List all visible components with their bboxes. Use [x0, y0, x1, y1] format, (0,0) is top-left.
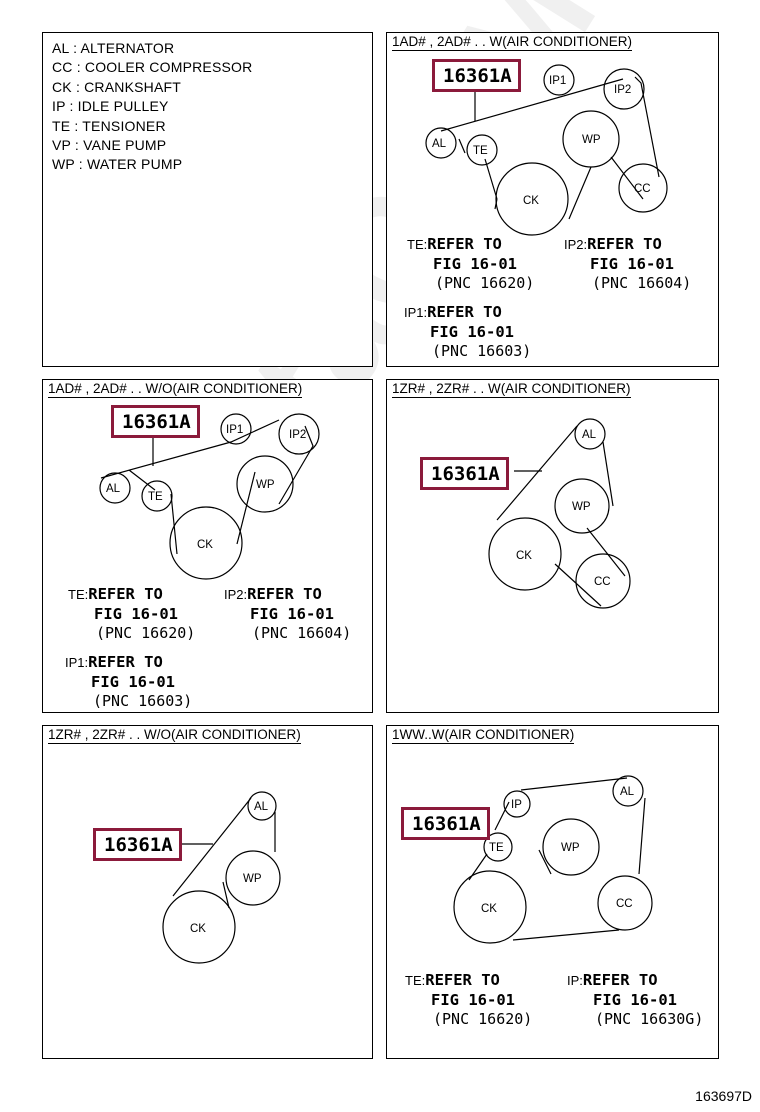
pulley-wp: [562, 110, 620, 168]
svg-text:AL: AL: [582, 429, 597, 441]
legend-item: AL : ALTERNATOR: [52, 40, 175, 56]
part-number-16361a: 16361A: [432, 59, 521, 92]
pulley-ck: [495, 162, 569, 236]
pulley-al: [99, 472, 131, 504]
pulley-al: [425, 127, 457, 159]
pulley-te: [141, 480, 173, 512]
belt-diagram: AL TE CK WP IP1 IP2: [99, 413, 320, 580]
svg-text:CK: CK: [190, 923, 206, 935]
pulley-ck: [162, 890, 236, 964]
svg-text:WP: WP: [572, 501, 591, 513]
svg-text:CK: CK: [197, 539, 213, 551]
pulley-te: [466, 134, 498, 166]
panel-title: 1ZR# , 2ZR# . . W/O(AIR CONDITIONER): [48, 727, 301, 744]
pulley-wp: [554, 478, 610, 534]
pulley-wp: [236, 455, 294, 513]
pulley-ck: [169, 506, 243, 580]
svg-text:IP1: IP1: [226, 424, 243, 436]
panel-1ad-2ad-without-ac: 1AD# , 2AD# . . W/O(AIR CONDITIONER) AL T…: [42, 379, 373, 713]
pulley-ip2: [278, 413, 320, 455]
belt-diagram: AL WP CK: [162, 791, 281, 964]
pulley-ip: [503, 790, 531, 818]
svg-text:IP: IP: [511, 799, 522, 811]
pulley-ip1: [543, 64, 575, 96]
svg-text:CC: CC: [634, 183, 651, 195]
panel-1zr-2zr-with-ac: 1ZR# , 2ZR# . . W(AIR CONDITIONER) AL WP C…: [386, 379, 719, 713]
svg-text:CK: CK: [523, 195, 539, 207]
panel-title: 1ZR# , 2ZR# . . W(AIR CONDITIONER): [392, 381, 631, 398]
part-number-16361a: 16361A: [401, 807, 490, 840]
pulley-cc: [597, 875, 653, 931]
figure-id: 163697D: [695, 1088, 752, 1104]
panel-1ad-2ad-with-ac: 1AD# , 2AD# . . W(AIR CONDITIONER) AL TE C…: [386, 32, 719, 367]
belt-diagram: IP AL TE WP CK CC: [453, 775, 653, 944]
note-te: TE:REFER TO FIG 16-01 (PNC 16620): [405, 971, 533, 1028]
svg-text:CC: CC: [616, 898, 633, 910]
svg-text:WP: WP: [582, 134, 601, 146]
pulley-al: [612, 775, 644, 807]
svg-text:IP2: IP2: [289, 429, 306, 441]
pulley-ip2: [603, 68, 645, 110]
svg-text:WP: WP: [243, 873, 262, 885]
pulley-al: [574, 418, 606, 450]
note-ip2: IP2:REFER TO FIG 16-01 (PNC 16604): [224, 585, 352, 642]
note-te: TE:REFER TO FIG 16-01 (PNC 16620): [68, 585, 196, 642]
pulley-ck: [488, 517, 562, 591]
panel-title: 1AD# , 2AD# . . W/O(AIR CONDITIONER): [48, 381, 303, 398]
note-ip1: IP1:REFER TO FIG 16-01 (PNC 16603): [65, 653, 193, 710]
svg-text:AL: AL: [106, 483, 121, 495]
note-ip2: IP2:REFER TO FIG 16-01 (PNC 16604): [564, 235, 692, 292]
svg-text:TE: TE: [473, 145, 488, 157]
pulley-cc: [618, 163, 668, 213]
pulley-wp: [225, 850, 281, 906]
part-number-16361a: 16361A: [111, 405, 200, 438]
svg-text:TE: TE: [489, 842, 504, 854]
svg-text:AL: AL: [254, 801, 269, 813]
panel-title: 1AD# , 2AD# . . W(AIR CONDITIONER): [392, 34, 633, 51]
svg-text:AL: AL: [620, 786, 635, 798]
note-ip: IP:REFER TO FIG 16-01 (PNC 16630G): [567, 971, 704, 1028]
pulley-te: [483, 832, 513, 862]
legend-item: TE : TENSIONER: [52, 117, 166, 134]
pulley-cc: [575, 553, 631, 609]
svg-text:WP: WP: [561, 842, 580, 854]
legend-panel: AL : ALTERNATOR CC : COOLER COMPRESSOR C…: [42, 32, 373, 367]
panel-title: 1WW..W(AIR CONDITIONER): [392, 727, 575, 744]
legend-list: AL : ALTERNATOR CC : COOLER COMPRESSOR C…: [52, 39, 372, 175]
panel-1ww-with-ac: 1WW..W(AIR CONDITIONER) IP AL TE WP CK CC 16…: [386, 725, 719, 1059]
pulley-ip1: [220, 413, 252, 445]
legend-item: CC : COOLER COMPRESSOR: [52, 59, 253, 76]
part-number-16361a: 16361A: [93, 828, 182, 861]
note-ip1: IP1:REFER TO FIG 16-01 (PNC 16603): [404, 303, 532, 360]
svg-text:CK: CK: [516, 550, 532, 562]
legend-item: IP : IDLE PULLEY: [52, 98, 169, 115]
svg-text:WP: WP: [256, 479, 275, 491]
svg-text:CK: CK: [481, 903, 497, 915]
legend-item: CK : CRANKSHAFT: [52, 78, 182, 95]
part-number-16361a: 16361A: [420, 457, 509, 490]
belt-diagram: AL WP CK CC: [488, 418, 631, 609]
svg-text:TE: TE: [148, 491, 163, 503]
panel-1zr-2zr-without-ac: 1ZR# , 2ZR# . . W/O(AIR CONDITIONER) AL W…: [42, 725, 373, 1059]
svg-text:IP2: IP2: [614, 84, 631, 96]
svg-text:CC: CC: [594, 576, 611, 588]
pulley-al: [247, 791, 277, 821]
pulley-wp: [542, 818, 600, 876]
legend-item: VP : VANE PUMP: [52, 137, 167, 154]
pulley-ck: [453, 870, 527, 944]
note-te: TE:REFER TO FIG 16-01 (PNC 16620): [407, 235, 535, 292]
svg-text:IP1: IP1: [549, 75, 566, 87]
svg-text:AL: AL: [432, 138, 447, 150]
legend-item: WP : WATER PUMP: [52, 156, 183, 173]
